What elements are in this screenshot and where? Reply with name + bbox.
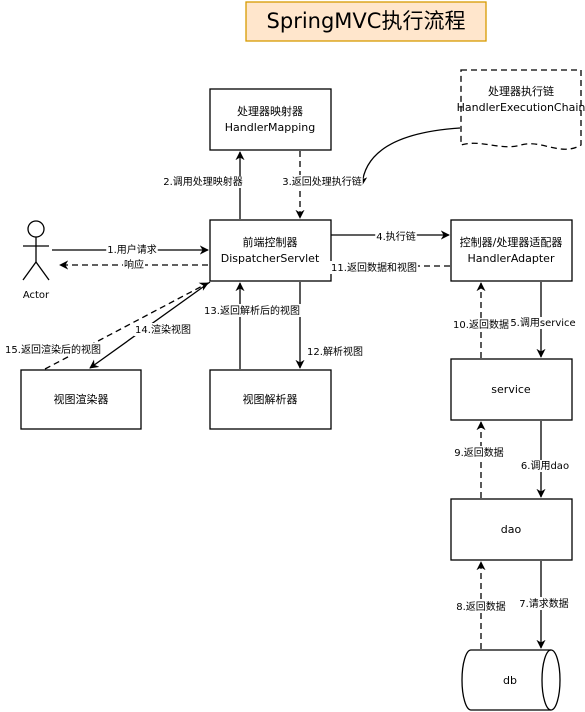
label-return-execution-chain: 3.返回处理执行链 — [282, 175, 362, 188]
node-dispatcher-servlet: 前端控制器 DispatcherServlet — [209, 219, 332, 282]
label-background — [123, 258, 145, 271]
handler-execution-chain-label-cn: 处理器执行链 — [488, 84, 554, 98]
node-dao: dao — [450, 498, 573, 561]
node-view-resolver: 视图解析器 — [209, 369, 332, 430]
label-dao-return-data: 9.返回数据 — [454, 446, 504, 459]
label-background — [519, 460, 571, 472]
label-background — [203, 304, 301, 317]
view-resolver-box — [209, 369, 332, 430]
label-background — [106, 243, 158, 256]
label-background — [134, 323, 192, 336]
label-background — [162, 176, 244, 188]
actor-label: Actor — [23, 290, 50, 301]
view-resolver-label: 视图解析器 — [243, 392, 298, 406]
label-user-request: 1.用户请求 — [107, 243, 157, 256]
handler-adapter-label-cn: 控制器/处理器适配器 — [460, 235, 563, 249]
edge-chain-curve — [358, 127, 461, 186]
label-background — [375, 230, 417, 243]
db-label: db — [503, 674, 517, 687]
label-background — [518, 597, 570, 610]
handler-mapping-label-en: HandlerMapping — [225, 121, 316, 134]
view-renderer-box — [20, 369, 142, 430]
handler-mapping-label-cn: 处理器映射器 — [237, 104, 303, 118]
label-return-rendered-view: 15.返回渲染后的视图 — [5, 343, 101, 356]
label-background — [509, 317, 577, 329]
dispatcher-servlet-label-cn: 前端控制器 — [243, 235, 298, 249]
label-call-dao: 6.调用dao — [521, 460, 569, 472]
handler-adapter-label-en: HandlerAdapter — [468, 252, 555, 265]
label-background — [452, 318, 510, 331]
actor-right-leg — [35, 261, 50, 281]
dispatcher-servlet-label-en: DispatcherServlet — [221, 252, 320, 265]
service-label: service — [491, 383, 531, 396]
actor-left-leg — [22, 261, 37, 281]
node-handler-execution-chain: 处理器执行链 HandlerExecutionChain — [457, 69, 585, 150]
actor: Actor — [22, 220, 50, 301]
label-execution-chain: 4.执行链 — [376, 230, 416, 243]
node-handler-adapter: 控制器/处理器适配器 HandlerAdapter — [450, 219, 573, 282]
label-call-service: 5.调用service — [510, 317, 575, 329]
service-box — [450, 358, 573, 421]
label-background — [281, 175, 363, 188]
node-handler-mapping: 处理器映射器 HandlerMapping — [209, 88, 332, 151]
actor-head — [27, 220, 45, 238]
label-resolve-view: 12.解析视图 — [307, 345, 363, 358]
title-box — [245, 1, 487, 42]
handler-mapping-box — [209, 88, 332, 151]
label-service-return-data: 10.返回数据 — [453, 318, 509, 331]
label-response: 响应 — [124, 258, 144, 271]
handler-execution-chain-shape — [460, 69, 582, 150]
dispatcher-servlet-box — [209, 219, 332, 282]
label-db-return-data: 8.返回数据 — [456, 600, 506, 613]
label-return-model-view: 11.返回数据和视图 — [331, 261, 417, 274]
dao-label: dao — [501, 523, 522, 536]
edge-labels: 1.用户请求 响应 2.调用处理映射器 3.返回处理执行链 4.执行链 11.返… — [4, 175, 577, 613]
label-background — [4, 343, 102, 356]
label-call-handler-mapping: 2.调用处理映射器 — [163, 176, 243, 188]
title-text: SpringMVC执行流程 — [267, 9, 466, 33]
node-view-renderer: 视图渲染器 — [20, 369, 142, 430]
label-background — [330, 261, 418, 274]
view-renderer-label: 视图渲染器 — [54, 392, 109, 406]
label-request-data: 7.请求数据 — [519, 597, 569, 610]
db-cylinder-face — [541, 649, 552, 711]
label-background — [453, 446, 505, 459]
label-render-view: 14.渲染视图 — [135, 323, 191, 336]
label-background — [306, 345, 364, 358]
handler-execution-chain-label-en: HandlerExecutionChain — [457, 101, 585, 114]
diagram-title: SpringMVC执行流程 — [245, 1, 487, 42]
label-background — [455, 600, 507, 613]
node-service: service — [450, 358, 573, 421]
node-db: db — [461, 649, 561, 711]
handler-adapter-box — [450, 219, 573, 282]
label-return-resolved-view: 13.返回解析后的视图 — [204, 304, 300, 317]
dao-box — [450, 498, 573, 561]
